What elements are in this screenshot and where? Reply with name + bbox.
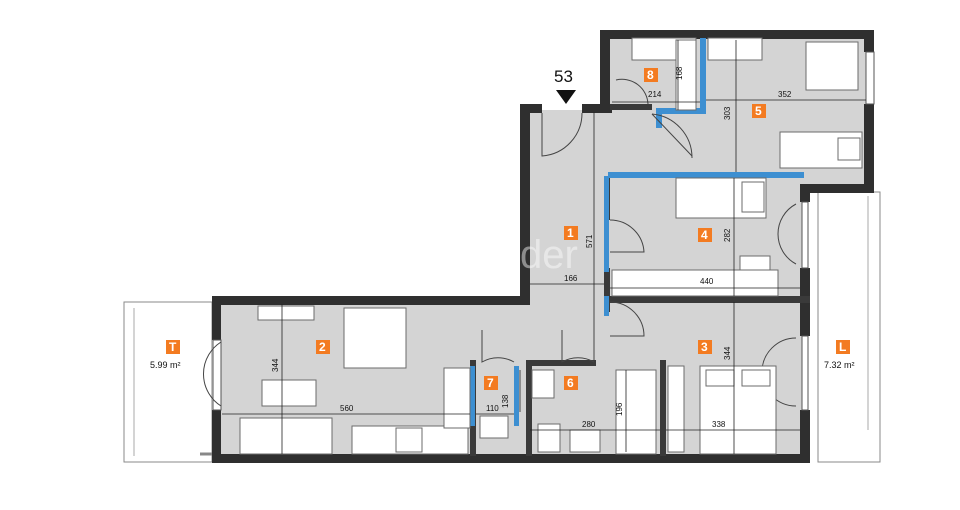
loggia-l [817,191,881,463]
room-badge-3: 3 [698,340,712,354]
terrace-id: T [169,340,177,354]
loggia-badge: L [836,340,850,354]
unit-number: 53 [554,67,573,86]
room-number-8: 8 [647,68,654,82]
dim-280: 280 [582,420,596,429]
watermark: der [520,233,578,277]
loggia-id: L [839,340,846,354]
dim-166: 166 [564,274,578,283]
room-number-3: 3 [701,340,708,354]
terrace-badge: T [166,340,180,354]
room-number-5: 5 [755,104,762,118]
dim-571: 571 [585,234,594,248]
room-number-7: 7 [487,376,494,390]
dim-110: 110 [486,404,499,413]
dim-303: 303 [723,106,732,120]
room-number-6: 6 [567,376,574,390]
room-badge-2: 2 [316,340,330,354]
dim-344-room3: 344 [723,346,732,360]
dim-214: 214 [648,90,662,99]
dim-138: 138 [501,394,510,408]
room-badge-6: 6 [564,376,578,390]
room-badges: 1 2 3 4 5 6 7 8 [166,68,850,390]
furniture [239,37,863,455]
room-badge-1: 1 [564,226,578,240]
room-badge-8: 8 [644,68,658,82]
room-badge-4: 4 [698,228,712,242]
room-number-4: 4 [701,228,708,242]
dimension-labels: 168 214 303 352 571 282 166 440 344 344 … [271,66,792,429]
room-badge-7: 7 [484,376,498,390]
room-number-1: 1 [567,226,574,240]
loggia-area: 7.32 m² [824,360,855,370]
arrow-down-icon [556,90,576,104]
blue-partitions [470,38,804,426]
room-number-2: 2 [319,340,326,354]
dim-560: 560 [340,404,354,413]
dim-282: 282 [723,228,732,242]
dim-338: 338 [712,420,726,429]
unit-marker: 53 [554,67,576,104]
windows [212,51,875,411]
room-badge-5: 5 [752,104,766,118]
dim-440: 440 [700,277,714,286]
terrace-t [123,301,213,463]
dim-196: 196 [615,402,624,416]
dim-352: 352 [778,90,792,99]
terrace-area: 5.99 m² [150,360,181,370]
dimension-lines [222,40,866,454]
dim-168: 168 [675,66,684,80]
dim-344-room2: 344 [271,358,280,372]
